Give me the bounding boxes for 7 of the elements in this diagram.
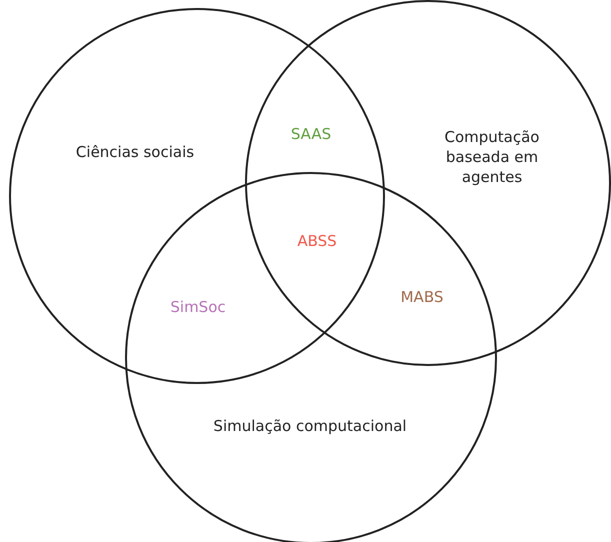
set-label: Ciências sociais xyxy=(74,142,196,162)
set-label: Computação baseada em agentes xyxy=(444,127,540,187)
intersection-label: SAAS xyxy=(290,125,332,143)
intersection-label: MABS xyxy=(400,288,444,306)
set-label: Simulação computacional xyxy=(212,416,408,436)
intersection-label: ABSS xyxy=(297,232,337,250)
intersection-label: SimSoc xyxy=(170,298,226,316)
